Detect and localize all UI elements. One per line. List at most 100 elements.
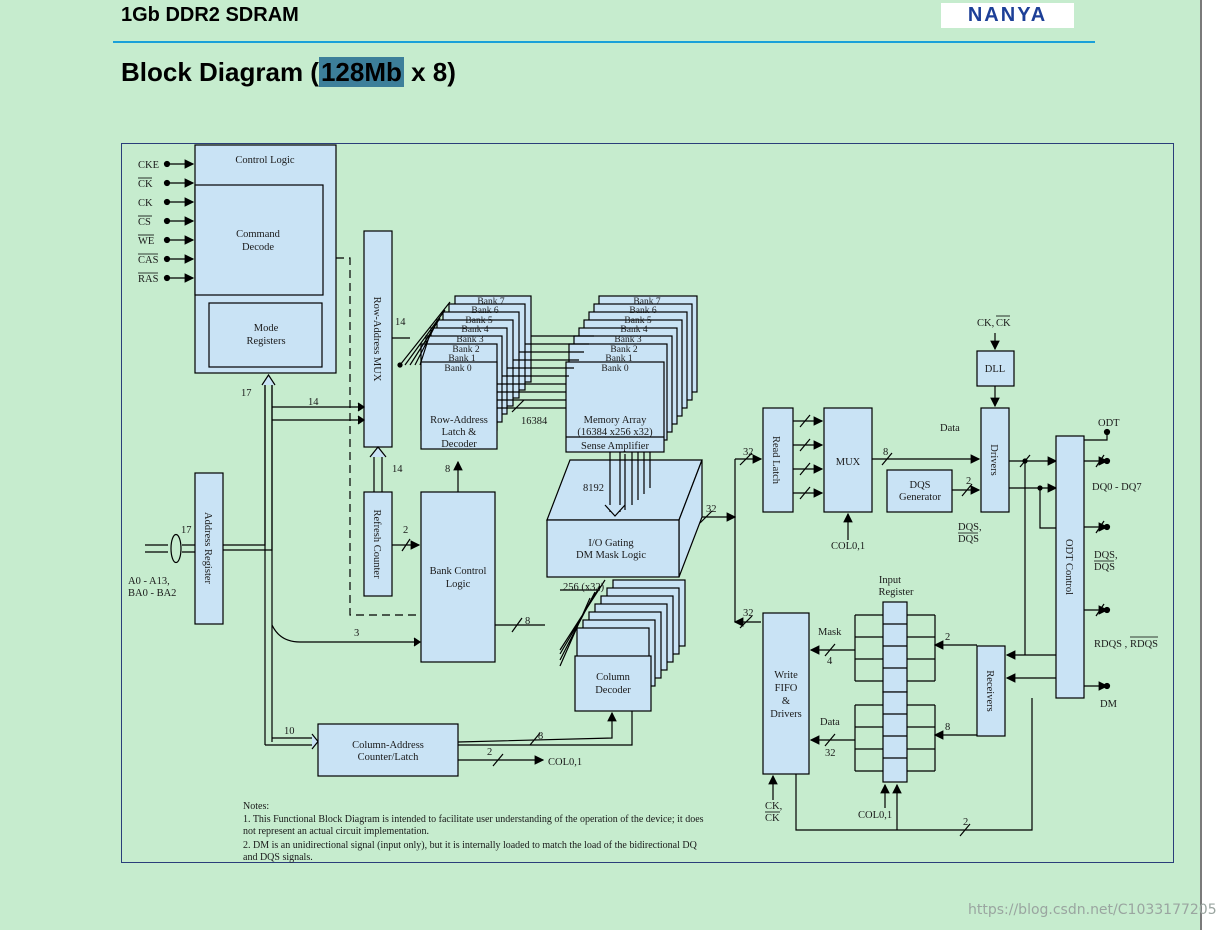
- array-bank-2: Bank 2: [610, 345, 637, 355]
- input-cas-bar: CAS: [138, 255, 159, 266]
- page-title: Block Diagram (128Mb x 8): [121, 57, 456, 88]
- read-latch-to-mux: [793, 414, 824, 500]
- input-cke: CKE: [138, 160, 159, 171]
- address-register-block: [194, 472, 224, 625]
- bank-control-label-2: Logic: [446, 579, 471, 590]
- note-1-line-2: not represent an actual circuit implemen…: [243, 826, 429, 837]
- rdqs-pin-label: RDQS ,: [1094, 639, 1127, 650]
- command-decode-label-2: Decode: [242, 242, 274, 253]
- dll-label: DLL: [985, 364, 1005, 375]
- mux-label: MUX: [836, 457, 861, 468]
- bus-2-receivers: 2: [945, 632, 950, 643]
- input-ras-bar: RAS: [138, 274, 159, 285]
- array-bank-6: Bank 6: [629, 306, 656, 316]
- array-bank-0: Bank 0: [601, 364, 628, 374]
- bus-32-data: 32: [825, 748, 836, 759]
- memory-array-bank-stack: [565, 295, 698, 453]
- bus-10: 10: [284, 726, 295, 737]
- bus-2-counter: 2: [487, 747, 492, 758]
- bus-8192: 8192: [583, 483, 604, 494]
- dqs-generator-label-2: Generator: [899, 492, 941, 503]
- bus-32-read: 32: [743, 447, 754, 458]
- bus-32-write: 32: [743, 608, 754, 619]
- dq-pin-label: DQ0 - DQ7: [1092, 482, 1142, 493]
- io-to-column-lines: [559, 579, 606, 667]
- overbars: [138, 177, 158, 274]
- document-title: 1Gb DDR2 SDRAM: [121, 4, 299, 26]
- refresh-counter-label: Refresh Counter: [371, 509, 382, 579]
- page-scrollbar-edge: [1200, 0, 1224, 930]
- page-title-highlight: 128Mb: [318, 57, 404, 87]
- column-decoder-stack: [574, 579, 686, 712]
- header-rule: [113, 41, 1095, 43]
- mask-label: Mask: [818, 627, 842, 638]
- bus-17-b: 17: [181, 525, 192, 536]
- bus-2-dqs: 2: [966, 476, 971, 487]
- column-decoder-label-2: Decoder: [595, 685, 631, 696]
- array-bank-3: Bank 3: [614, 335, 641, 345]
- array-bank-1: Bank 1: [605, 354, 632, 364]
- fifo-ckbar-label: CK: [765, 813, 780, 824]
- mode-registers-label-1: Mode: [254, 323, 279, 334]
- mux-col01-label: COL0,1: [831, 541, 865, 552]
- input-cs-bar: CS: [138, 217, 151, 228]
- read-latch-label: Read Latch: [770, 436, 781, 485]
- input-register-label-2: Register: [879, 587, 914, 598]
- nanya-logo: NANYA: [941, 3, 1074, 28]
- row-latch-label-2: Latch &: [442, 427, 477, 438]
- dqs-generator-block: [886, 469, 953, 513]
- drivers-label: Drivers: [988, 444, 999, 476]
- bank-control-label-1: Bank Control: [430, 566, 487, 577]
- note-2-line-2: and DQS signals.: [243, 852, 313, 863]
- row-bank-3: Bank 3: [456, 335, 483, 345]
- bus-8-receivers: 8: [945, 722, 950, 733]
- dqs-bar-pin-label: DQS: [1094, 562, 1115, 573]
- sense-amp-io-lines: [604, 452, 651, 517]
- input-register-label-1: Input: [879, 575, 901, 586]
- bus-8-col: 8: [525, 616, 530, 627]
- write-fifo-label-4: Drivers: [770, 709, 802, 720]
- array-bank-5: Bank 5: [624, 316, 651, 326]
- receivers-label: Receivers: [984, 670, 995, 711]
- row-bank-5: Bank 5: [465, 316, 492, 326]
- bus-2-odt: 2: [963, 817, 968, 828]
- bus-8-mux: 8: [883, 447, 888, 458]
- data-label: Data: [940, 423, 960, 434]
- refresh-dashed-path: [336, 257, 420, 616]
- dqs-bar-drivers-label: DQS: [958, 534, 979, 545]
- bus-16384: 16384: [521, 416, 548, 427]
- bus-14-a: 14: [308, 397, 319, 408]
- bus-8-bank: 8: [445, 464, 450, 475]
- page-title-suffix: x 8): [403, 57, 456, 87]
- odt-output-pins: [1084, 428, 1111, 691]
- io-gating-label-1: I/O Gating: [588, 538, 634, 549]
- fifo-ck-label: CK,: [765, 801, 782, 812]
- dll-ckbar-label: CK: [996, 318, 1011, 329]
- bus-14-b: 14: [395, 317, 406, 328]
- receivers-block: [976, 645, 1006, 737]
- row-bank-1: Bank 1: [448, 354, 475, 364]
- counter-col01-label: COL0,1: [548, 757, 582, 768]
- command-decode-label-1: Command: [236, 229, 280, 240]
- mode-registers-block: [208, 302, 323, 368]
- note-2-line-1: 2. DM is an unidirectional signal (input…: [243, 840, 698, 851]
- refresh-to-mux: [373, 455, 383, 492]
- dm-pin-label: DM: [1100, 699, 1118, 710]
- dqs-drivers-label: DQS,: [958, 522, 982, 533]
- bus-3: 3: [354, 628, 359, 639]
- address-input-1: A0 - A13,: [128, 576, 170, 587]
- row-bank-6: Bank 6: [471, 306, 498, 316]
- bus-17-top: 17: [241, 388, 252, 399]
- mux-to-bank-lines: [392, 301, 451, 368]
- page-title-prefix: Block Diagram (: [121, 57, 319, 87]
- row-bank-0: Bank 0: [444, 364, 471, 374]
- row-latch-label-3: Decoder: [441, 439, 477, 450]
- write-data-label: Data: [820, 717, 840, 728]
- mode-registers-label-2: Registers: [246, 336, 285, 347]
- row-mux-label: Row-Address MUX: [371, 297, 382, 382]
- address-input-2: BA0 - BA2: [128, 588, 176, 599]
- row-bank-4: Bank 4: [461, 325, 488, 335]
- memory-array-label-1: Memory Array: [584, 415, 647, 426]
- write-fifo-label-1: Write: [774, 670, 798, 681]
